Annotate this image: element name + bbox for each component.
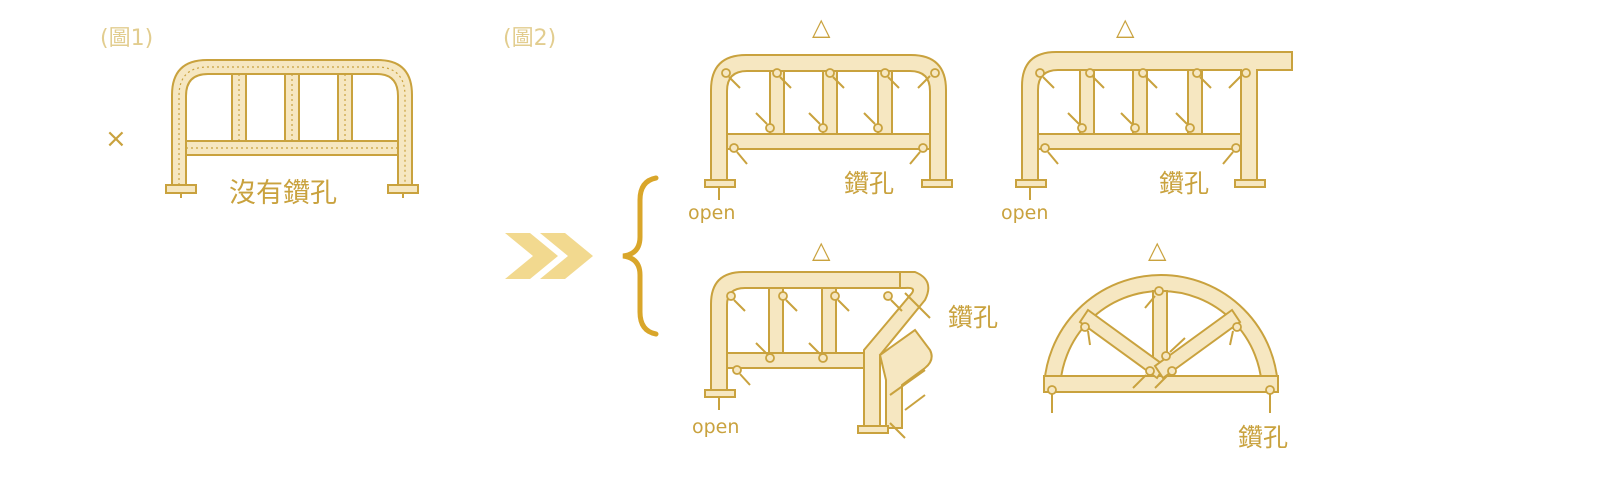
panel-4-spokes <box>1078 290 1242 380</box>
panel-4-hole-label: 鑽孔 <box>1238 423 1288 452</box>
panel-2-rack: △ open 鑽孔 <box>1001 13 1293 224</box>
panel-2-drill-holes <box>1035 68 1251 165</box>
curly-brace <box>622 175 659 337</box>
double-chevron-arrow-icon <box>505 233 593 279</box>
panel-3-drill-holes <box>726 291 931 439</box>
panel-3-rack: △ <box>692 236 998 439</box>
figure-1: (圖1) × 沒有鑽孔 <box>100 26 419 209</box>
panel-3-hole-label: 鑽孔 <box>948 303 998 332</box>
panel-2-open-label: open <box>1001 202 1048 224</box>
rack-without-holes <box>165 59 419 198</box>
panel-1-hole-label: 鑽孔 <box>844 169 894 198</box>
panel-1-open-label: open <box>688 202 735 224</box>
panel-1-drill-holes <box>721 68 940 165</box>
panel-3-top-mark: △ <box>812 236 831 264</box>
panel-2-hole-label: 鑽孔 <box>1159 169 1209 198</box>
panel-4-drill-holes <box>1047 286 1275 395</box>
not-allowed-mark: × <box>105 124 127 154</box>
figure-2: (圖2) △ <box>503 13 1293 452</box>
panel-2-top-mark: △ <box>1116 13 1135 41</box>
no-holes-label: 沒有鑽孔 <box>229 178 337 209</box>
figure-1-caption: (圖1) <box>100 26 153 51</box>
panel-1-top-mark: △ <box>812 13 831 41</box>
figure-2-caption: (圖2) <box>503 26 556 51</box>
panel-3-open-label: open <box>692 416 739 438</box>
panel-1-rack: △ open 鑽孔 <box>688 13 953 224</box>
panel-4-top-mark: △ <box>1148 236 1167 264</box>
panel-4-arch: △ 鑽孔 <box>1042 236 1288 452</box>
